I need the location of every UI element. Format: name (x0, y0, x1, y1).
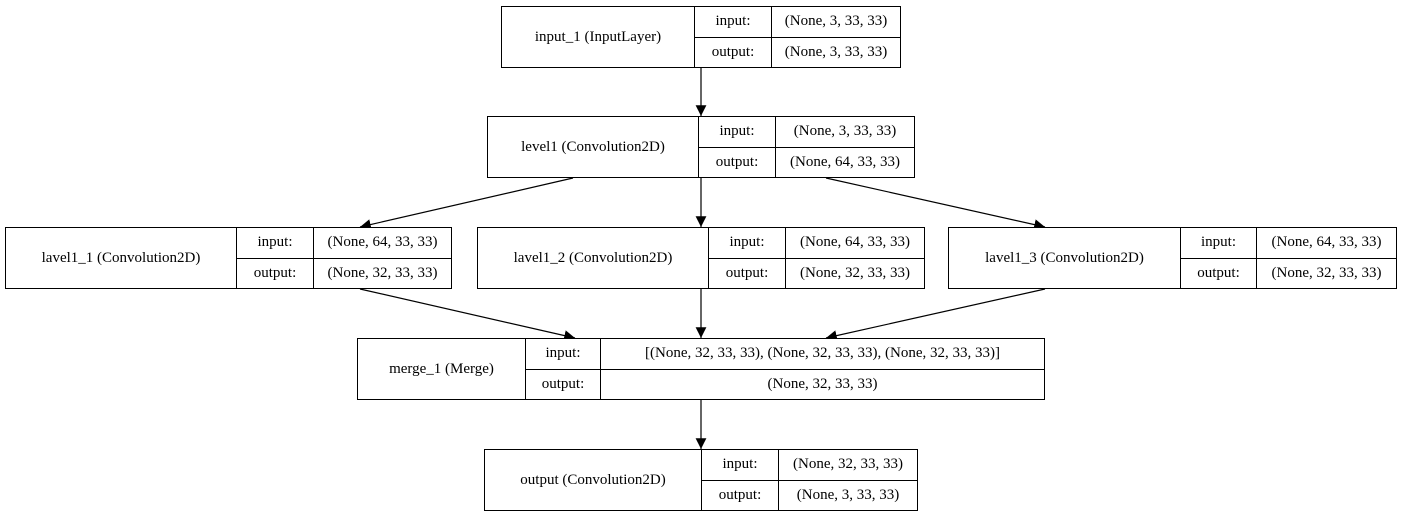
io-shapes: (None, 32, 33, 33) (None, 3, 33, 33) (779, 450, 917, 510)
node-name: lavel1_1 (Convolution2D) (6, 228, 237, 288)
edge-lavel1_1-to-merge_1 (359, 288, 576, 341)
io-shapes: (None, 3, 33, 33) (None, 64, 33, 33) (776, 117, 914, 177)
io-labels: input: output: (526, 339, 601, 399)
io-shapes: (None, 64, 33, 33) (None, 32, 33, 33) (786, 228, 924, 288)
output-shape: (None, 3, 33, 33) (772, 36, 900, 68)
input-shape: (None, 64, 33, 33) (1271, 234, 1382, 251)
node-name: lavel1_2 (Convolution2D) (478, 228, 709, 288)
node-output: output (Convolution2D) input: output: (N… (484, 449, 918, 511)
output-shape: (None, 32, 33, 33) (314, 257, 451, 289)
io-shapes: (None, 64, 33, 33) (None, 32, 33, 33) (314, 228, 451, 288)
output-label: output: (699, 146, 775, 178)
node-lavel1-2: lavel1_2 (Convolution2D) input: output: … (477, 227, 925, 289)
node-input-1: input_1 (InputLayer) input: output: (Non… (501, 6, 901, 68)
node-level1: level1 (Convolution2D) input: output: (N… (487, 116, 915, 178)
input-shape: (None, 64, 33, 33) (800, 234, 910, 251)
io-labels: input: output: (702, 450, 779, 510)
input-label: input: (719, 123, 755, 140)
input-shape: (None, 3, 33, 33) (793, 123, 897, 140)
input-shape: (None, 64, 33, 33) (327, 234, 438, 251)
node-lavel1-3: lavel1_3 (Convolution2D) input: output: … (948, 227, 1397, 289)
io-shapes: (None, 64, 33, 33) (None, 32, 33, 33) (1257, 228, 1396, 288)
edge-lavel1_3-to-merge_1 (825, 288, 1046, 341)
output-label: output: (237, 257, 313, 289)
io-shapes: [(None, 32, 33, 33), (None, 32, 33, 33),… (601, 339, 1044, 399)
output-label: output: (709, 257, 785, 289)
edge-level1-to-lavel1_1 (359, 177, 574, 230)
input-label: input: (545, 345, 581, 362)
node-name: level1 (Convolution2D) (488, 117, 699, 177)
output-label: output: (1181, 257, 1256, 289)
output-label: output: (702, 479, 778, 511)
io-labels: input: output: (695, 7, 772, 67)
node-lavel1-1: lavel1_1 (Convolution2D) input: output: … (5, 227, 452, 289)
output-shape: (None, 32, 33, 33) (786, 257, 924, 289)
io-labels: input: output: (1181, 228, 1257, 288)
edge-level1-to-lavel1_3 (825, 177, 1046, 230)
input-shape: (None, 3, 33, 33) (784, 13, 888, 30)
node-name: output (Convolution2D) (485, 450, 702, 510)
input-label: input: (715, 13, 751, 30)
input-label: input: (257, 234, 293, 251)
node-name: lavel1_3 (Convolution2D) (949, 228, 1181, 288)
node-name: input_1 (InputLayer) (502, 7, 695, 67)
input-label: input: (1200, 234, 1236, 251)
input-shape: [(None, 32, 33, 33), (None, 32, 33, 33),… (645, 345, 1000, 362)
output-shape: (None, 3, 33, 33) (779, 479, 917, 511)
io-labels: input: output: (237, 228, 314, 288)
output-shape: (None, 32, 33, 33) (601, 368, 1044, 400)
output-shape: (None, 32, 33, 33) (1257, 257, 1396, 289)
output-label: output: (526, 368, 600, 400)
node-merge-1: merge_1 (Merge) input: output: [(None, 3… (357, 338, 1045, 400)
io-labels: input: output: (709, 228, 786, 288)
input-shape: (None, 32, 33, 33) (793, 456, 903, 473)
output-shape: (None, 64, 33, 33) (776, 146, 914, 178)
node-name: merge_1 (Merge) (358, 339, 526, 399)
input-label: input: (729, 234, 765, 251)
input-label: input: (722, 456, 758, 473)
output-label: output: (695, 36, 771, 68)
io-labels: input: output: (699, 117, 776, 177)
io-shapes: (None, 3, 33, 33) (None, 3, 33, 33) (772, 7, 900, 67)
